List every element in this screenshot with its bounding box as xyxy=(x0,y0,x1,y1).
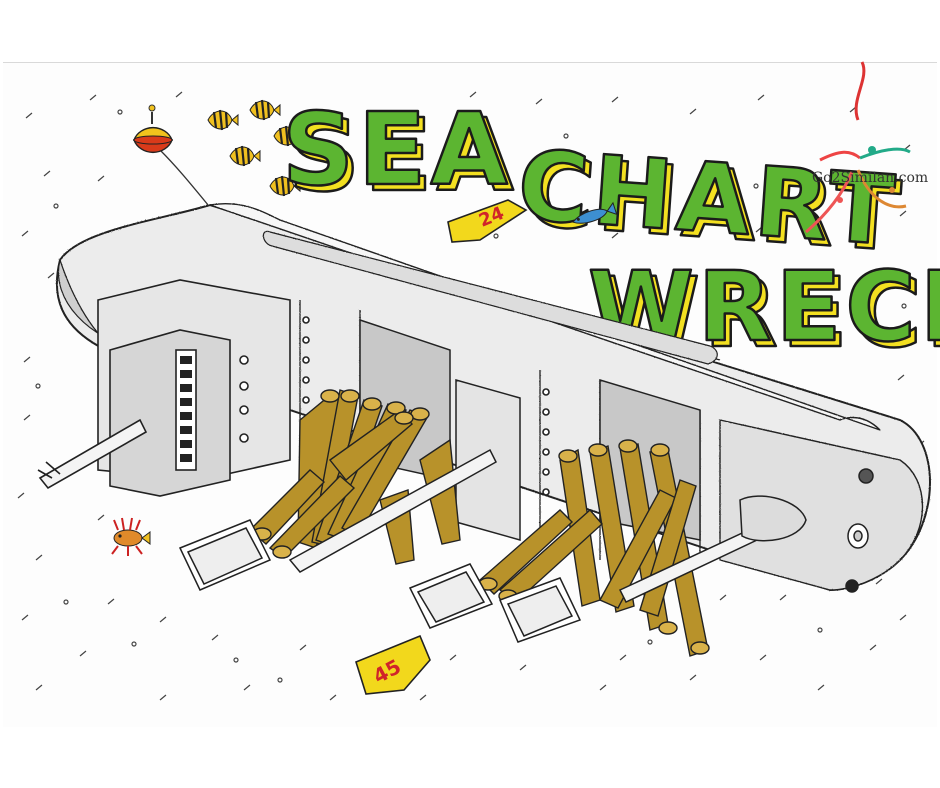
wreck-bridge xyxy=(37,279,550,497)
logo-text: Go2Similan.com xyxy=(812,170,928,186)
title-line-1-shadow: SEA xyxy=(288,97,518,214)
seabed-marks xyxy=(17,91,925,701)
butterflyfish-icon xyxy=(273,125,305,147)
butterflyfish-school xyxy=(207,99,305,197)
butterflyfish-icon xyxy=(229,145,261,167)
lionfish-icon xyxy=(111,517,151,556)
anchor-icon xyxy=(847,523,869,549)
starfish-logo-icon xyxy=(805,61,911,234)
small-fish-icon xyxy=(572,201,618,224)
butterflyfish-icon xyxy=(269,175,301,197)
title-line-2-shadow: CHART xyxy=(520,135,907,273)
wreck-bow xyxy=(739,468,874,593)
title: SEA SEA CHART CHART WRECK WRECK xyxy=(281,90,940,371)
fallen-masts xyxy=(288,448,775,603)
butterflyfish-icon xyxy=(249,99,281,121)
title-line-3: WRECK xyxy=(588,251,940,363)
timber-cargo-front xyxy=(248,389,461,565)
depth-marker-45: 45 xyxy=(355,634,431,695)
go2similan-logo: Go2Similan.com xyxy=(805,61,928,234)
hatch-covers xyxy=(178,519,582,643)
depth-marker-24: 24 xyxy=(447,199,528,243)
title-line-1: SEA xyxy=(282,91,512,208)
butterflyfish-icon xyxy=(207,109,239,131)
